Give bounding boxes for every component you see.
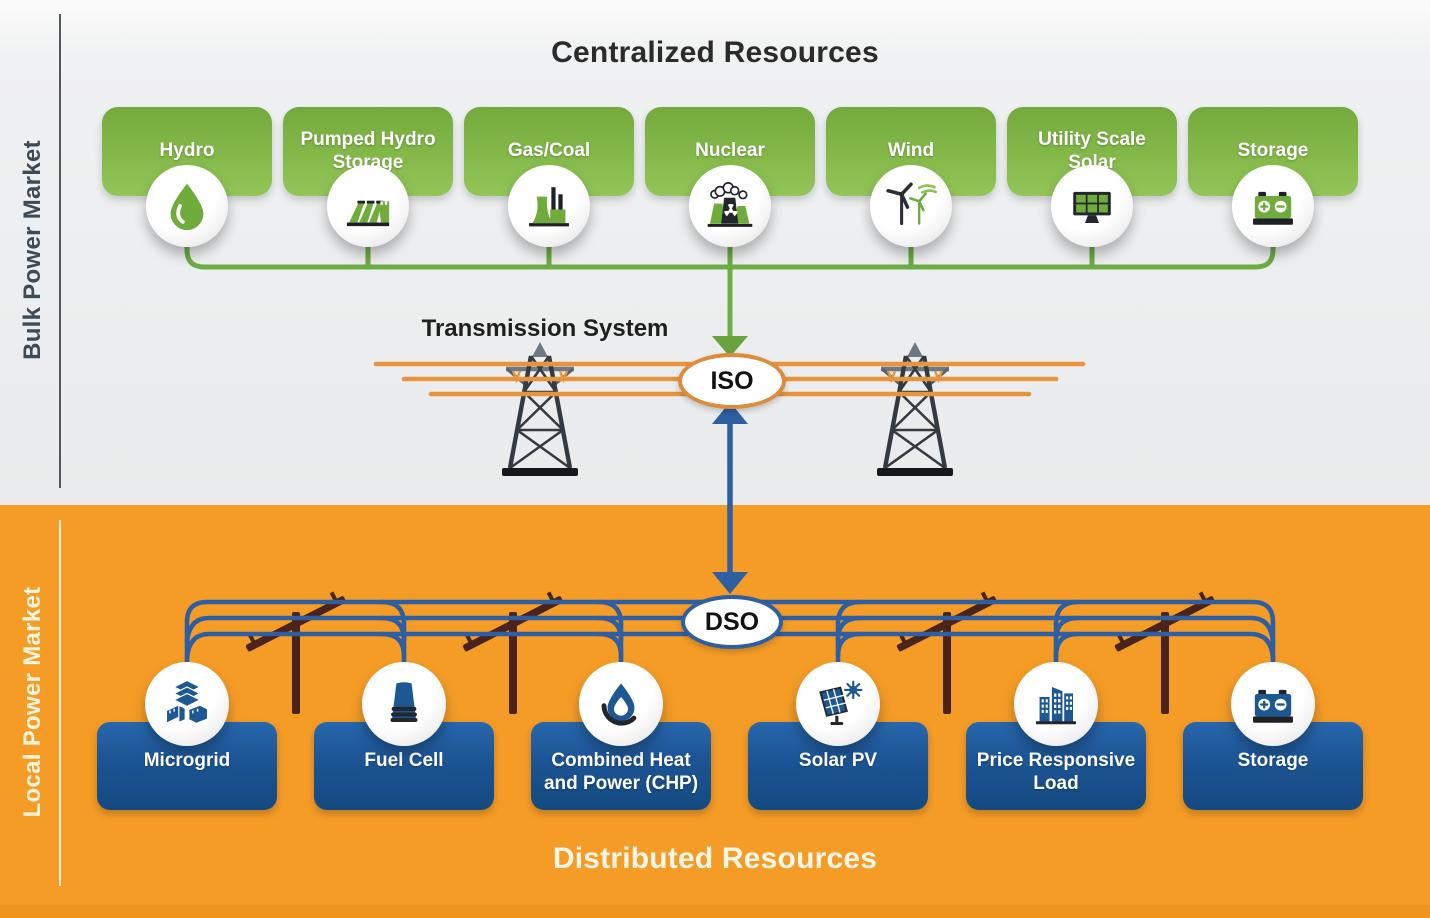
- transmission-system-label: Transmission System: [421, 315, 669, 342]
- distributed-resources-title: Distributed Resources: [552, 842, 878, 875]
- nuclear-icon: [689, 165, 771, 247]
- resource-label: Microgrid: [143, 750, 231, 771]
- resource-label: Hydro: [159, 140, 215, 162]
- resource-box-fuel-cell: Fuel Cell: [314, 722, 494, 810]
- hydro-icon: [146, 165, 228, 247]
- resource-label: Fuel Cell: [364, 750, 444, 771]
- battery-icon: [1232, 165, 1314, 247]
- resource-label: Wind: [887, 140, 935, 162]
- transmission-tower-icon: [502, 342, 578, 476]
- resource-label: Gas/Coal: [507, 140, 591, 162]
- resource-box-hydro: Hydro: [102, 107, 272, 196]
- bulk-market-divider: [59, 14, 61, 488]
- resource-label: Nuclear: [695, 140, 765, 162]
- resource-label: Storage: [1237, 140, 1309, 162]
- pumped-hydro-icon: [327, 165, 409, 247]
- green-arrowhead-down: [712, 336, 748, 357]
- solar-pv-icon: [796, 662, 880, 746]
- resource-label: Storage: [1237, 750, 1309, 771]
- resource-box-pumped-hydro: Pumped Hydro Storage: [283, 107, 453, 196]
- bulk-power-market-label: Bulk Power Market: [19, 140, 46, 360]
- local-market-divider: [59, 520, 61, 886]
- battery-icon: [1231, 662, 1315, 746]
- iso-dso-link: [712, 402, 748, 594]
- iso-node: ISO: [678, 353, 786, 409]
- utility-poles: [245, 591, 1215, 714]
- bottom-edge-band: [0, 905, 1430, 918]
- centralized-resources-title: Centralized Resources: [551, 36, 879, 69]
- wind-turbine-icon: [870, 165, 952, 247]
- dso-node: DSO: [681, 595, 783, 649]
- city-buildings-icon: [1014, 662, 1098, 746]
- green-bus: [184, 237, 1276, 341]
- fuel-cell-icon: [362, 662, 446, 746]
- chp-icon: [579, 662, 663, 746]
- resource-label: Pumped Hydro Storage: [300, 128, 436, 173]
- resource-label: Combined Heat and Power (CHP): [543, 750, 699, 794]
- gas-coal-icon: [508, 165, 590, 247]
- resource-label: Solar PV: [798, 750, 878, 771]
- resource-label: Price Responsive Load: [976, 750, 1136, 794]
- microgrid-icon: [145, 662, 229, 746]
- utility-solar-icon: [1051, 165, 1133, 247]
